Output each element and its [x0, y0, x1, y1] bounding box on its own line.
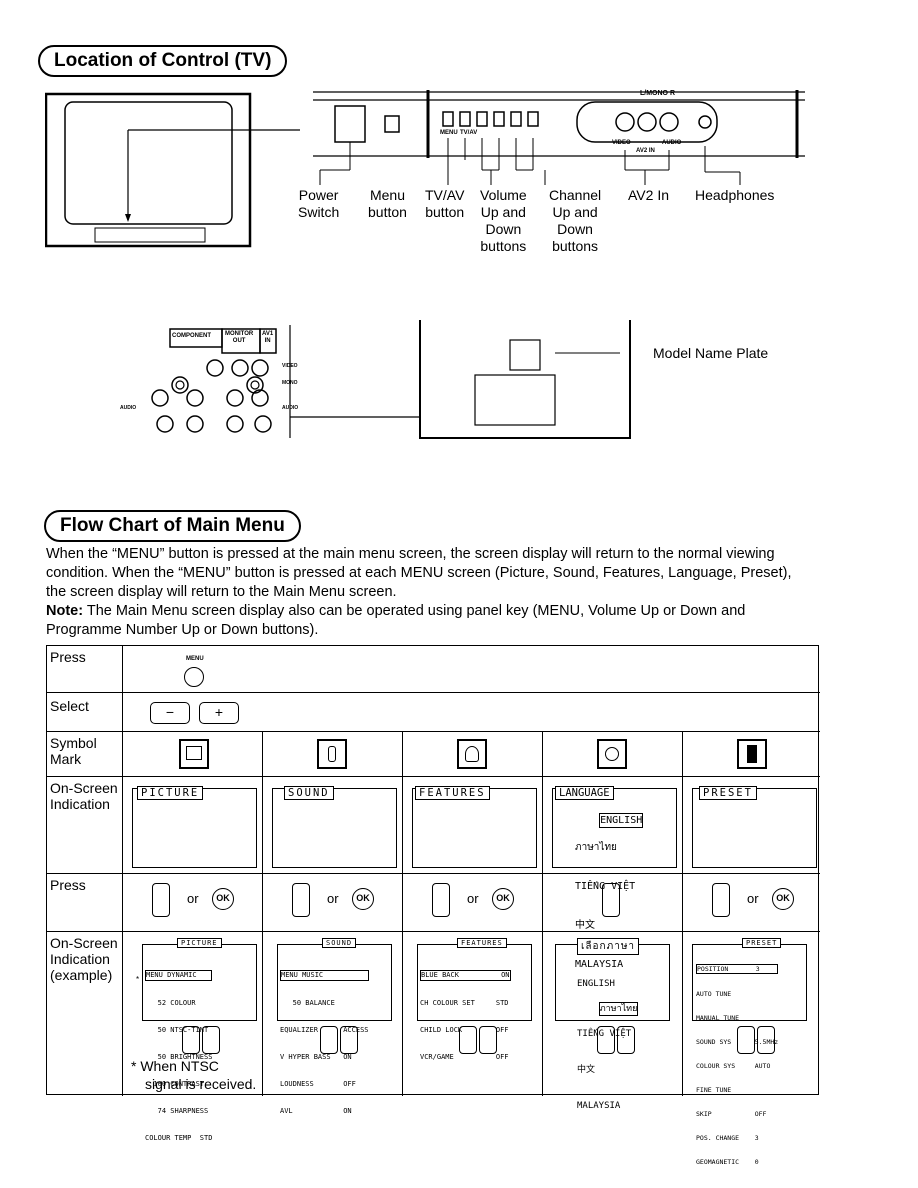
features-example-title: FEATURES: [457, 938, 507, 948]
features-screen-title[interactable]: FEATURES: [415, 786, 490, 800]
down-button[interactable]: [737, 1026, 755, 1054]
language-icon: [597, 739, 627, 769]
preset-icon: [737, 739, 767, 769]
down-button[interactable]: [602, 883, 620, 917]
ntsc-footnote: * When NTSC signal is received.: [131, 1058, 257, 1092]
panel-label-tvav: TV/AV: [460, 130, 478, 136]
rear-label-mono: MONO: [282, 380, 298, 386]
rear-label-video: VIDEO: [282, 363, 298, 369]
down-button[interactable]: [712, 883, 730, 917]
panel-label-menu: MENU: [440, 130, 458, 136]
up-button[interactable]: [617, 1026, 635, 1054]
language-example-lines: ENGLISH ภาษาไทย TIẾNG VIỆT 中文 MALAYSIA: [577, 979, 639, 1111]
label-headphones: Headphones: [695, 187, 775, 203]
language-screen-title[interactable]: LANGUAGE: [555, 786, 614, 800]
select-plus-button[interactable]: +: [199, 702, 239, 724]
menu-button-label: MENU: [186, 656, 204, 662]
ok-button[interactable]: OK: [772, 888, 794, 910]
preset-screen: [692, 788, 817, 868]
flow-paragraph: When the “MENU” button is pressed at the…: [46, 546, 792, 600]
sound-example-lines: MENU MUSIC 50 BALANCE EQUALIZER ACCESS V…: [280, 970, 369, 1115]
down-button[interactable]: [320, 1026, 338, 1054]
panel-label-video: VIDEO: [612, 140, 631, 146]
up-button[interactable]: [202, 1026, 220, 1054]
label-av2-in: AV2 In: [628, 187, 669, 203]
picture-example-title: PICTURE: [177, 938, 222, 948]
features-icon: [457, 739, 487, 769]
down-button[interactable]: [182, 1026, 200, 1054]
row-label-onscreen-example: On-Screen Indication (example): [50, 935, 118, 983]
preset-example-title: PRESET: [742, 938, 782, 948]
down-button[interactable]: [597, 1026, 615, 1054]
section-title-flow-chart: Flow Chart of Main Menu: [44, 510, 301, 542]
up-button[interactable]: [757, 1026, 775, 1054]
sound-screen: [272, 788, 397, 868]
picture-example-lines: MENU DYNAMIC 52 COLOUR 50 NTSC-TINT 50 B…: [145, 970, 213, 1142]
down-button[interactable]: [152, 883, 170, 917]
panel-label-audio: AUDIO: [662, 140, 682, 146]
row-label-select: Select: [50, 698, 89, 714]
rear-connector-panel: [151, 320, 631, 439]
flow-note: Note: The Main Menu screen display also …: [46, 602, 806, 640]
or-text: or: [467, 891, 479, 906]
rear-label-audio-right: AUDIO: [282, 405, 299, 411]
or-text: or: [747, 891, 759, 906]
row-label-press: Press: [50, 649, 86, 665]
down-button[interactable]: [292, 883, 310, 917]
select-minus-button[interactable]: −: [150, 702, 190, 724]
ok-button[interactable]: OK: [352, 888, 374, 910]
language-list: ENGLISH ภาษาไทย TIẾNG VIỆT 中文 MALAYSIA: [575, 813, 644, 970]
up-button[interactable]: [479, 1026, 497, 1054]
or-text: or: [327, 891, 339, 906]
main-menu-flow-table: Press Select Symbol Mark On-Screen Indic…: [46, 645, 820, 1166]
section-title-location: Location of Control (TV): [38, 45, 288, 77]
row-label-symbol: Symbol Mark: [50, 735, 97, 767]
up-button[interactable]: [340, 1026, 358, 1054]
rear-label-component: COMPONENT: [172, 333, 211, 339]
features-example-lines: BLUE BACK ON CH COLOUR SET STD CHILD LOC…: [420, 970, 511, 1061]
sound-icon: [317, 739, 347, 769]
rear-label-audio-left: AUDIO: [120, 405, 137, 411]
preset-example-lines: POSITION 3 AUTO TUNE MANUAL TUNE SOUND S…: [696, 964, 779, 1166]
picture-icon: [179, 739, 209, 769]
panel-label-lmono: L/MONO R: [640, 90, 675, 97]
sound-example-title: SOUND: [322, 938, 357, 948]
row-label-onscreen: On-Screen Indication: [50, 780, 118, 812]
picture-screen-title[interactable]: PICTURE: [137, 786, 204, 800]
sound-screen-title[interactable]: SOUND: [284, 786, 334, 800]
tv-front-illustration: [45, 90, 805, 248]
ok-button[interactable]: OK: [212, 888, 234, 910]
note-text: The Main Menu screen display also can be…: [46, 603, 746, 638]
menu-button[interactable]: [184, 667, 204, 687]
language-screen: [552, 788, 677, 868]
down-button[interactable]: [459, 1026, 477, 1054]
language-example-title: เลือกภาษา: [577, 938, 640, 955]
preset-screen-title[interactable]: PRESET: [699, 786, 757, 800]
ntsc-asterisk: *: [136, 975, 140, 984]
or-text: or: [187, 891, 199, 906]
ok-button[interactable]: OK: [492, 888, 514, 910]
label-model-name-plate: Model Name Plate: [653, 345, 769, 361]
panel-label-av2in: AV2 IN: [636, 148, 655, 154]
row-label-press-2: Press: [50, 877, 86, 893]
picture-screen: [132, 788, 257, 868]
note-label: Note:: [46, 603, 84, 619]
down-button[interactable]: [432, 883, 450, 917]
features-screen: [412, 788, 537, 868]
